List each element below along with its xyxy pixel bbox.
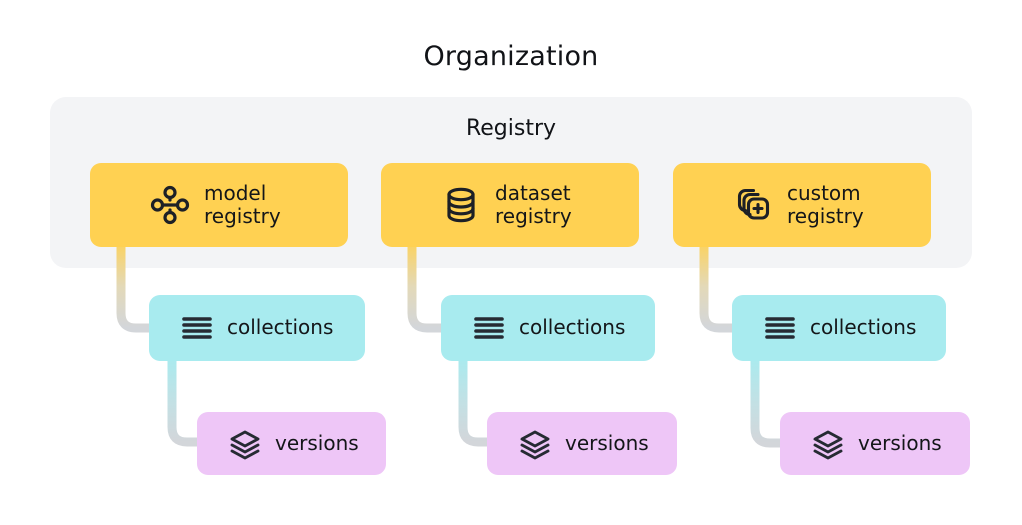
stacked-squares-plus-icon xyxy=(733,185,773,225)
card-model-registry[interactable]: model registry xyxy=(90,163,348,247)
card-versions-2[interactable]: versions xyxy=(487,412,677,475)
layers-stack-icon xyxy=(229,428,261,460)
card-label: collections xyxy=(519,315,626,340)
card-label: dataset registry xyxy=(495,180,572,228)
card-label: custom registry xyxy=(787,180,864,228)
database-cylinder-icon xyxy=(441,185,481,225)
card-label: collections xyxy=(227,315,334,340)
card-label: versions xyxy=(565,430,649,455)
card-label: versions xyxy=(858,430,942,455)
card-label: collections xyxy=(810,315,917,340)
list-lines-icon xyxy=(764,312,796,344)
card-versions-3[interactable]: versions xyxy=(780,412,970,475)
layers-stack-icon xyxy=(812,428,844,460)
card-versions-1[interactable]: versions xyxy=(197,412,386,475)
card-dataset-registry[interactable]: dataset registry xyxy=(381,163,639,247)
card-collections-3[interactable]: collections xyxy=(732,295,946,361)
layers-stack-icon xyxy=(519,428,551,460)
list-lines-icon xyxy=(181,312,213,344)
card-custom-registry[interactable]: custom registry xyxy=(673,163,931,247)
list-lines-icon xyxy=(473,312,505,344)
registry-group-title: Registry xyxy=(465,116,557,141)
card-collections-1[interactable]: collections xyxy=(149,295,365,361)
page-title: Organization xyxy=(423,41,599,72)
card-label: versions xyxy=(275,430,359,455)
card-collections-2[interactable]: collections xyxy=(441,295,655,361)
node-graph-icon xyxy=(150,185,190,225)
card-label: model registry xyxy=(204,180,281,228)
